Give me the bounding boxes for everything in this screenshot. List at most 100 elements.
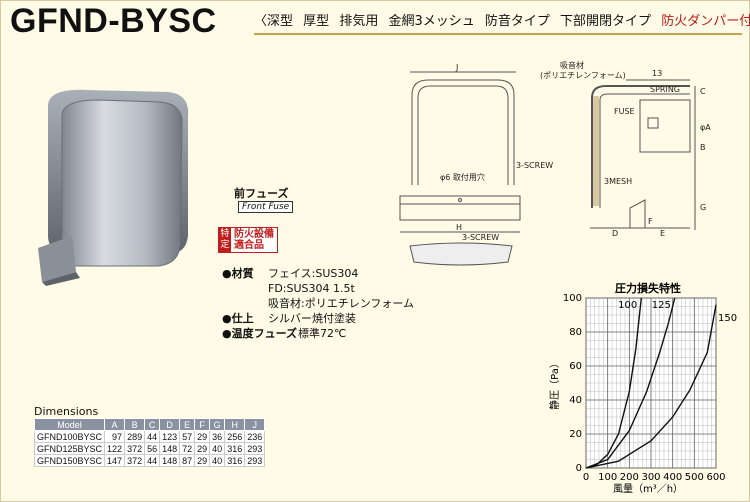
chart-series-label: 100 <box>618 300 637 311</box>
front-fuse-en: Front Fuse <box>238 201 294 213</box>
fire-badge-text: 防火設備 適合品 <box>231 228 277 252</box>
label-13: 13 <box>652 69 662 78</box>
front-fuse-badge: 前フューズ Front Fuse <box>234 185 294 213</box>
table-cell: 147 <box>104 454 126 467</box>
table-cell: 29 <box>194 454 211 467</box>
label-absorb-1: 吸音材 <box>560 60 584 70</box>
fire-badge-line1: 防火設備 <box>234 229 274 240</box>
label-screw-2: 3-SCREW <box>462 233 499 242</box>
chart-xtick-label: 0 <box>583 472 589 483</box>
finish-value: シルバー焼付塗装 <box>268 312 356 325</box>
product-hood-image <box>38 89 189 286</box>
table-cell: 236 <box>244 430 266 443</box>
screw-hole <box>458 198 462 202</box>
table-cell: 372 <box>124 454 146 467</box>
feature-highlight: 防火ダンパー付〉 <box>661 14 750 29</box>
table-row: GFND125BYSC 122 372 56 148 72 29 40 316 … <box>33 442 266 455</box>
chart-xtick-label: 400 <box>663 472 682 483</box>
side-view-inner <box>599 93 690 208</box>
damper-body <box>639 99 691 153</box>
label-J: J <box>455 63 458 72</box>
chart-xtick-label: 300 <box>641 472 660 483</box>
table-cell: 56 <box>144 442 161 455</box>
chart-xtick-label: 200 <box>620 472 639 483</box>
chart-xtick-label: 500 <box>685 472 704 483</box>
mesh-panel <box>409 242 513 266</box>
fuse-box <box>647 117 659 129</box>
feature-item: 排気用 <box>339 14 379 29</box>
chart-series-line <box>585 304 717 469</box>
chart-series-label: 125 <box>652 300 671 311</box>
label-screw-1: 3-SCREW <box>516 161 553 170</box>
chart-series-line <box>585 297 676 469</box>
fire-badge-line2: 適合品 <box>234 240 264 251</box>
material-label: ●材質 <box>222 267 254 280</box>
fuse-value: 標準72℃ <box>298 327 347 340</box>
table-cell: 293 <box>244 454 266 467</box>
table-cell: 72 <box>179 442 196 455</box>
label-hole: φ6 取付用穴 <box>440 172 485 182</box>
chart-xtick-label: 100 <box>598 472 617 483</box>
title-underline <box>254 33 742 35</box>
table-cell: 372 <box>124 442 146 455</box>
label-E: E <box>660 229 665 238</box>
feature-list: 〈深型 厚型 排気用 金網3メッシュ 防音タイプ 下部開閉タイプ 防火ダンパー付… <box>254 10 750 29</box>
feature-item: 防音タイプ <box>484 14 550 29</box>
table-header: D <box>159 418 181 431</box>
label-G: G <box>700 203 706 212</box>
absorber-hatch <box>593 96 599 206</box>
dimensions-title: Dimensions <box>34 405 99 418</box>
fire-compliance-badge: 特定 防火設備 適合品 <box>218 227 278 253</box>
table-cell: 316 <box>224 442 246 455</box>
spec-block: ●材質フェイス:SUS304 FD:SUS304 1.5t 吸音材:ポリエチレン… <box>222 266 414 341</box>
chart-ytick-label: 100 <box>563 293 582 304</box>
fuse-label: ●温度フューズ <box>222 327 298 340</box>
table-cell: 29 <box>194 442 211 455</box>
chart-xlabel: 風量（m³／h） <box>613 483 683 495</box>
label-F: F <box>648 217 653 226</box>
table-cell: GFND150BYSC <box>33 454 106 467</box>
front-view-outline <box>411 79 515 185</box>
chart-ytick-label: 20 <box>569 429 582 440</box>
finish-label: ●仕上 <box>222 312 254 325</box>
material-fd: FD:SUS304 1.5t <box>268 282 355 295</box>
front-view-base <box>399 195 521 221</box>
label-B: B <box>700 143 706 152</box>
table-row: GFND150BYSC 147 372 44 148 87 29 40 316 … <box>33 454 266 467</box>
label-mesh: 3MESH <box>604 177 632 186</box>
side-view-outline <box>591 85 690 208</box>
fire-badge-vertical: 特定 <box>219 228 231 252</box>
product-title: GFND-BYSC <box>10 2 217 40</box>
table-cell: 40 <box>209 454 226 467</box>
chart-ylabel: 静圧（Pa） <box>548 358 561 410</box>
chart-ytick-label: 0 <box>576 463 582 474</box>
chart-series-label: 150 <box>718 313 737 324</box>
label-spring: SPRING <box>650 85 680 94</box>
feature-item: 下部開閉タイプ <box>560 14 652 29</box>
feature-item: 〈深型 <box>254 14 294 29</box>
table-cell: 148 <box>159 442 181 455</box>
material-face: フェイス:SUS304 <box>268 267 359 280</box>
front-view-inner <box>417 85 509 185</box>
table-cell: 97 <box>104 430 126 443</box>
table-header: Model <box>33 418 106 431</box>
dimensions-table: Model A B C D E F G H J GFND100BYSC 97 2… <box>33 418 266 467</box>
label-fuse: FUSE <box>614 107 635 116</box>
label-H: H <box>456 223 462 232</box>
table-cell: 316 <box>224 454 246 467</box>
feature-item: 金網3メッシュ <box>388 14 475 29</box>
label-C: C <box>700 87 706 96</box>
table-cell: GFND125BYSC <box>33 442 106 455</box>
chart-ytick-label: 60 <box>569 361 582 372</box>
label-absorb-2: (ポリエチレンフォーム) <box>540 71 626 80</box>
label-A: φA <box>700 123 711 132</box>
table-cell: GFND100BYSC <box>33 430 106 443</box>
chart-series-line <box>585 297 642 469</box>
table-header: B <box>124 418 146 431</box>
chart-title: 圧力損失特性 <box>615 281 681 295</box>
chart-ytick-label: 80 <box>569 327 582 338</box>
label-D: D <box>612 229 618 238</box>
feature-item: 厚型 <box>303 14 330 29</box>
